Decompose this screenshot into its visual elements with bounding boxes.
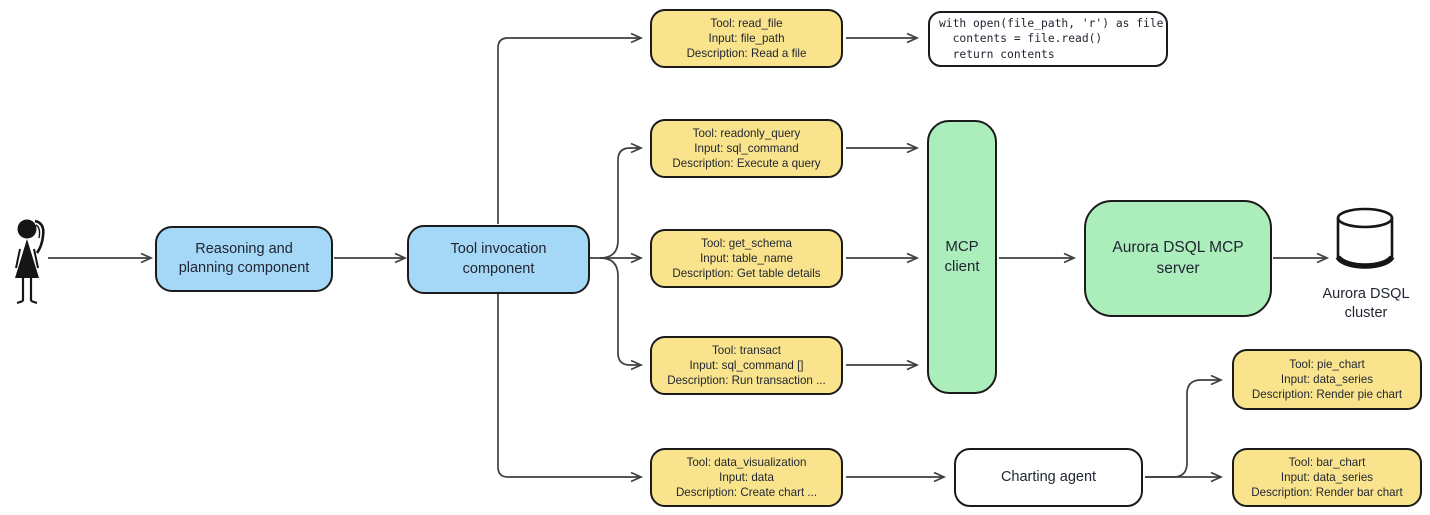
node-tool-pie-chart: Tool: pie_chart Input: data_series Descr… <box>1232 349 1422 410</box>
tool-input: Input: data_series <box>1280 372 1374 386</box>
node-charting-agent-label: Charting agent <box>1000 468 1097 485</box>
code-line: with open(file_path, 'r') as file: <box>939 17 1171 31</box>
tool-name: Tool: pie_chart <box>1289 357 1365 371</box>
node-tool-invocation-label: Tool invocation component <box>450 241 547 277</box>
database-cylinder-icon <box>1335 207 1395 269</box>
tool-name: Tool: get_schema <box>701 236 792 250</box>
node-reasoning-component: Reasoning and planning component <box>155 226 333 292</box>
arrow-invocation-to-datavis <box>497 294 644 483</box>
node-tool-transact: Tool: transact Input: sql_command [] Des… <box>650 336 843 395</box>
node-tool-bar-chart: Tool: bar_chart Input: data_series Descr… <box>1232 448 1422 507</box>
tool-description: Description: Render pie chart <box>1251 388 1403 402</box>
node-charting-agent: Charting agent <box>954 448 1143 507</box>
arrow-charting-to-piechart <box>1145 374 1224 478</box>
node-code-snippet: with open(file_path, 'r') as file: conte… <box>928 11 1171 67</box>
user-icon <box>15 219 45 305</box>
node-tool-readonly-query: Tool: readonly_query Input: sql_command … <box>650 119 843 178</box>
tool-description: Description: Run transaction ... <box>667 374 826 388</box>
tool-name: Tool: read_file <box>710 16 783 30</box>
node-tool-read-file: Tool: read_file Input: file_path Descrip… <box>650 9 843 68</box>
tool-name: Tool: data_visualization <box>686 455 807 469</box>
code-line: contents = file.read() <box>939 32 1103 46</box>
tool-input: Input: data_series <box>1280 470 1374 484</box>
tool-name: Tool: transact <box>712 343 781 357</box>
tool-input: Input: data <box>719 470 774 484</box>
arrow-invocation-to-transact <box>599 257 644 371</box>
tool-description: Description: Read a file <box>686 47 807 61</box>
tool-input: Input: file_path <box>708 31 785 45</box>
node-tool-invocation-component: Tool invocation component <box>407 225 590 294</box>
node-mcp-client: MCP client <box>927 120 997 394</box>
tool-name: Tool: bar_chart <box>1288 455 1366 469</box>
arrow-invocation-to-readfile <box>497 32 644 224</box>
tool-input: Input: sql_command <box>694 141 799 155</box>
node-aurora-server-label: Aurora DSQL MCP server <box>1112 239 1244 277</box>
node-reasoning-label: Reasoning and planning component <box>178 240 310 276</box>
arrow-invocation-to-readonlyquery <box>599 142 644 259</box>
arrows <box>48 32 1330 483</box>
tool-name: Tool: readonly_query <box>692 126 801 140</box>
tool-input: Input: table_name <box>700 251 793 265</box>
node-tool-get-schema: Tool: get_schema Input: table_name Descr… <box>650 229 843 288</box>
code-line: return contents <box>939 47 1055 61</box>
tool-description: Description: Render bar chart <box>1251 486 1403 500</box>
node-mcp-client-label: MCP client <box>944 238 980 275</box>
tool-input: Input: sql_command [] <box>689 358 804 372</box>
node-tool-data-visualization: Tool: data_visualization Input: data Des… <box>650 448 843 507</box>
tool-description: Description: Create chart ... <box>675 486 818 500</box>
node-aurora-cluster-label: Aurora DSQL cluster <box>1322 286 1410 321</box>
tool-description: Description: Get table details <box>672 267 821 281</box>
node-aurora-dsql-mcp-server: Aurora DSQL MCP server <box>1084 200 1272 317</box>
tool-description: Description: Execute a query <box>672 157 821 171</box>
